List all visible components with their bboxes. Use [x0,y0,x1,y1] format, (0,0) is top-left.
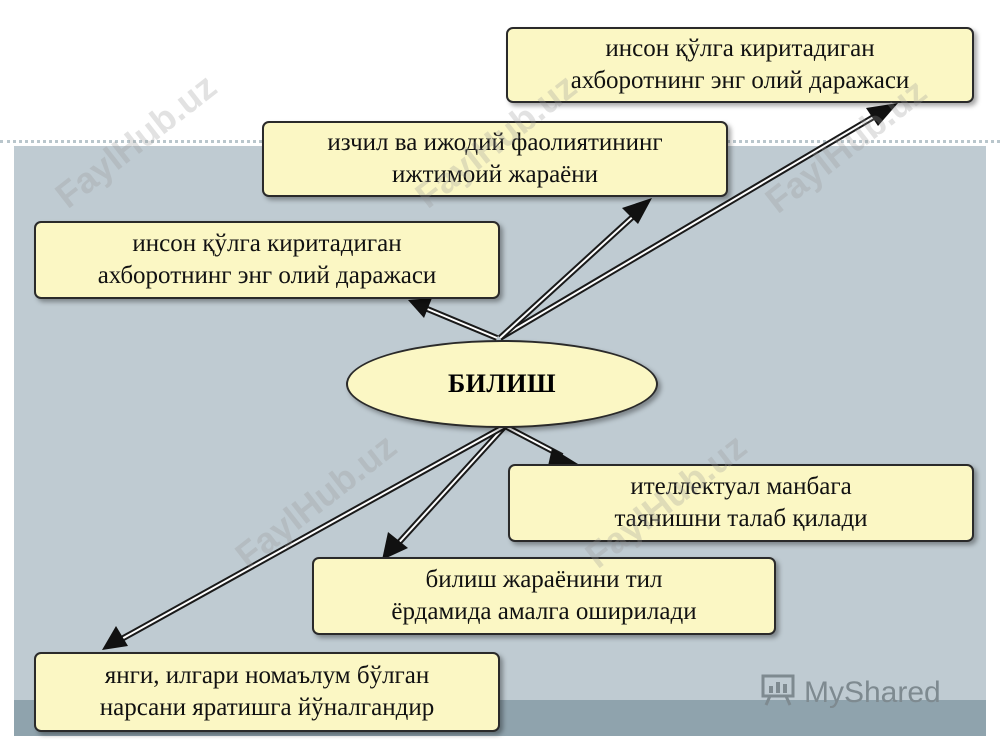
arrow-to-right-lower [503,423,578,466]
arrow-to-middle-lower [382,423,508,560]
box-top-right: инсон қўлга киритадиган ахборотнинг энг … [506,27,974,103]
box-top-middle: изчил ва ижодий фаолиятининг ижтимоий жа… [262,121,728,197]
box-right-lower-line1: ителлектуал манбага [630,473,852,500]
box-left-upper-line1: инсон қўлга киритадиган [132,230,402,257]
box-middle-lower: билиш жараёнини тил ёрдамида амалга ошир… [312,557,776,635]
box-middle-lower-line2: ёрдамида амалга оширилади [391,598,697,625]
center-node-label: БИЛИШ [447,369,557,398]
logo-text: MyShared [804,676,941,709]
box-left-upper-line2: ахборотнинг энг олий даражаси [97,262,437,289]
box-top-middle-line2: ижтимоий жараёни [391,161,599,188]
box-top-middle-line1: изчил ва ижодий фаолиятининг [327,129,663,156]
box-bottom-left: янги, илгари номаълум бўлган нарсани яра… [34,652,500,732]
box-middle-lower-line1: билиш жараёнини тил [425,566,663,593]
box-right-lower-line2: таянишни талаб қилади [614,505,868,532]
box-bottom-left-line1: янги, илгари номаълум бўлган [104,662,430,689]
box-top-right-line1: инсон қўлга киритадиган [605,35,875,62]
arrow-to-top-middle [497,198,652,341]
box-bottom-left-line2: нарсани яратишга йўналгандир [99,694,435,721]
arrow-to-bottom-left [102,423,507,650]
arrow-to-left-upper [408,298,499,341]
presentation-icon [760,672,796,714]
box-right-lower: ителлектуал манбага таянишни талаб қилад… [508,464,974,542]
center-node-bilish: БИЛИШ [346,340,658,428]
arrow-to-top-right [498,103,898,341]
box-left-upper: инсон қўлга киритадиган ахборотнинг энг … [34,221,500,299]
myshared-logo: MyShared [760,672,941,714]
box-top-right-line2: ахборотнинг энг олий даражаси [570,67,910,94]
